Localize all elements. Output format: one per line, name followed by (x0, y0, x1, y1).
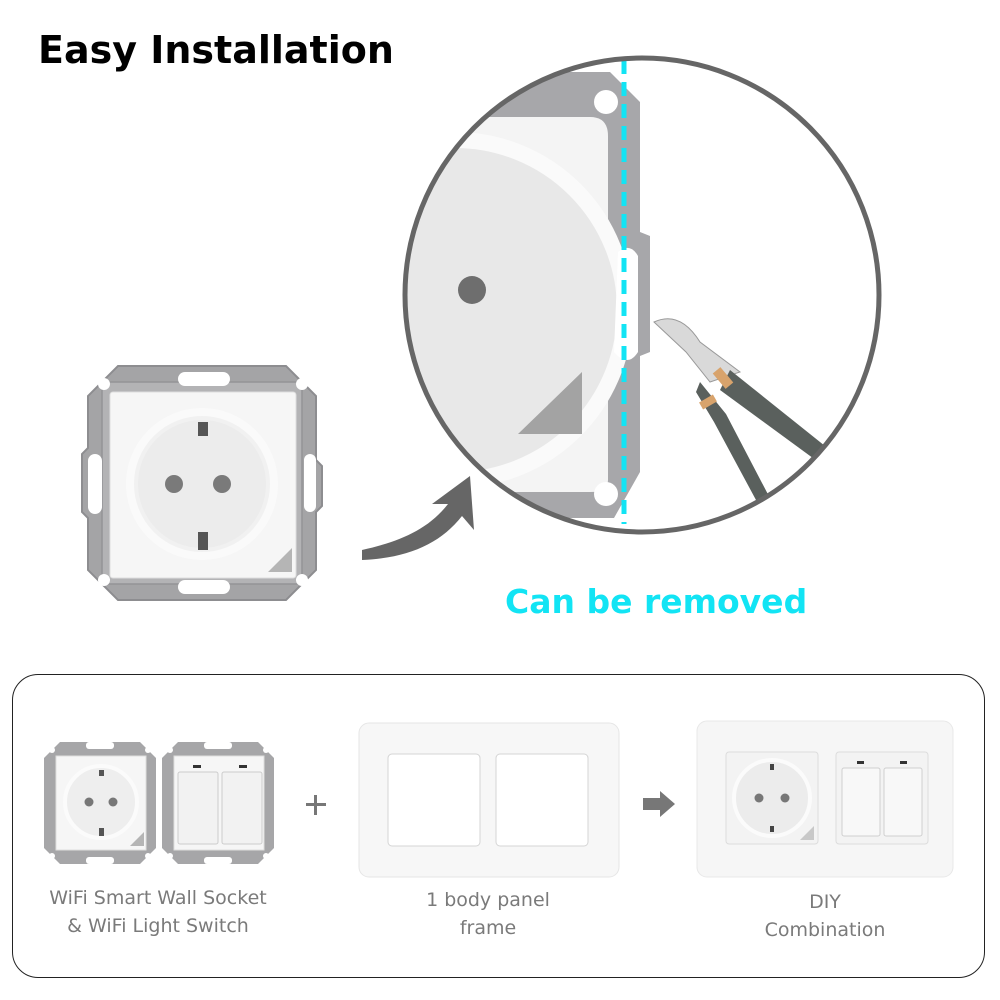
curved-arrow-icon (358, 470, 478, 560)
caption-diy: DIY Combination (740, 888, 910, 944)
right-arrow-icon (642, 791, 676, 817)
caption-modules: WiFi Smart Wall Socket & WiFi Light Swit… (40, 884, 276, 940)
caption-frame-line1: 1 body panel (426, 889, 550, 911)
page-title: Easy Installation (38, 28, 394, 72)
socket-and-switch-modules-image (42, 738, 282, 868)
caption-frame: 1 body panel frame (398, 886, 578, 942)
magnified-detail-view (400, 52, 890, 542)
panel-frame-image (358, 722, 620, 878)
plus-icon (305, 794, 327, 816)
caption-diy-line2: Combination (764, 919, 886, 941)
caption-modules-line1: WiFi Smart Wall Socket (49, 887, 267, 909)
combination-panel (12, 674, 985, 978)
caption-frame-line2: frame (459, 917, 517, 939)
socket-module-image (78, 358, 328, 608)
caption-diy-line1: DIY (809, 891, 841, 913)
can-be-removed-label: Can be removed (505, 582, 808, 621)
caption-modules-line2: & WiFi Light Switch (67, 915, 249, 937)
diy-combination-image (696, 720, 958, 880)
